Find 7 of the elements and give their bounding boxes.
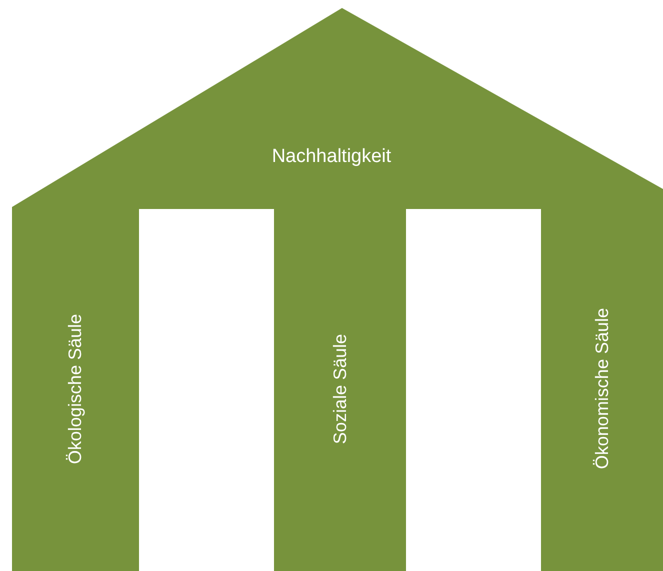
pillar [274, 207, 406, 571]
pillar [541, 207, 663, 571]
pillar-label: Ökonomische Säule [592, 308, 612, 470]
pillar-label: Ökologische Säule [65, 314, 86, 464]
pillar-label: Soziale Säule [330, 334, 350, 444]
roof-label: Nachhaltigkeit [272, 146, 392, 167]
pillar [12, 207, 139, 571]
